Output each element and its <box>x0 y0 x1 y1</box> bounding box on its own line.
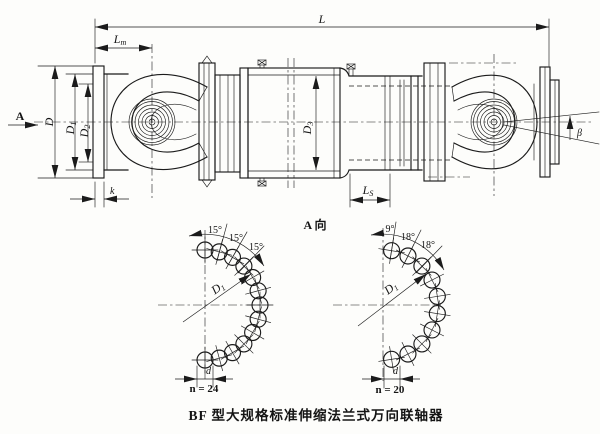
flange-bolt-icon <box>201 55 213 64</box>
spline-collar <box>423 62 446 182</box>
angle-label: 15° <box>249 242 263 253</box>
hole-crosshair <box>254 306 262 333</box>
bolt-hole <box>423 321 441 339</box>
dim-L: L <box>94 12 550 67</box>
dim-label-Ls: LS <box>362 183 374 198</box>
dim-label-k: k <box>110 186 115 197</box>
angle-label: 15° <box>208 225 222 236</box>
dim-label-D2: D2 <box>77 125 92 139</box>
dim-label-D3: D3 <box>300 122 315 136</box>
bolt-hole <box>383 242 401 260</box>
flange-bolt-icon <box>201 179 213 188</box>
stepped-hub <box>214 74 241 173</box>
bolt-hole <box>235 257 253 275</box>
right-flange <box>539 66 560 178</box>
hole-crosshair <box>220 345 245 360</box>
angle-label: 18° <box>401 232 415 243</box>
bolt-holes <box>191 236 274 374</box>
bolt-hole <box>413 335 431 353</box>
dim-beta: β <box>503 111 600 145</box>
hole-crosshair <box>234 256 254 276</box>
telescopic-section <box>339 63 452 179</box>
bolt-hole <box>413 257 431 275</box>
left-bearing-circles <box>128 98 176 146</box>
bolt-hole <box>383 350 401 368</box>
dim-label-beta: β <box>576 128 582 139</box>
hole-crosshair <box>206 354 233 362</box>
hole-crosshair <box>378 356 405 362</box>
view-arrow-label: A <box>16 109 25 123</box>
hole-dia-label: d <box>393 366 399 377</box>
bolt-circle-leader <box>357 273 427 327</box>
bolt-hole <box>210 349 228 367</box>
hole-crosshair <box>245 320 260 345</box>
bolt-hole <box>235 335 253 353</box>
sleeve-body <box>239 59 341 187</box>
hole-crosshair <box>254 277 262 304</box>
hole-crosshair <box>234 334 254 354</box>
dim-label-D: D <box>42 117 56 127</box>
right-bolt-pattern: 9° 18° 18° D1 d n = 20 <box>333 221 451 396</box>
angle-label: 15° <box>229 233 243 244</box>
bolt-hole <box>399 247 417 265</box>
bolt-hole <box>428 305 446 323</box>
right-yoke <box>451 74 538 170</box>
dim-label-Lm: Lm <box>113 32 127 47</box>
dim-D1-main: D1 <box>63 73 94 171</box>
bolt-circle-label: D1 <box>208 278 228 298</box>
dim-D2: D2 <box>77 83 94 163</box>
left-yoke <box>103 73 208 171</box>
dim-d-left: d <box>175 365 233 388</box>
dim-k: k <box>70 181 129 208</box>
grease-fitting-icon <box>346 63 356 77</box>
bolt-hole <box>399 345 417 363</box>
bolt-circle-leader <box>182 273 252 323</box>
angle-label: 18° <box>421 240 435 251</box>
hole-crosshair <box>245 265 260 290</box>
hole-crosshair <box>220 250 245 265</box>
dim-Lm: Lm <box>95 32 152 52</box>
bolt-holes <box>378 237 451 373</box>
dim-D: D <box>37 65 94 179</box>
hole-count-label: n = 24 <box>190 383 219 395</box>
hole-dia-label: d <box>206 366 212 377</box>
grease-fitting-icon <box>257 177 267 187</box>
angle-label: 9° <box>386 224 395 235</box>
caption: BF 型大规格标准伸缩法兰式万向联轴器 <box>188 407 443 423</box>
dim-label-D1: D1 <box>63 122 78 136</box>
bolt-hole <box>244 323 262 342</box>
left-flange-ring <box>198 55 216 188</box>
bolt-hole <box>428 287 446 305</box>
dim-d-right: d <box>362 365 420 389</box>
dim-Ls: LS <box>349 173 391 208</box>
view-direction-arrow: A <box>8 109 38 129</box>
left-flange-plate <box>92 65 105 179</box>
hole-count-label: n = 20 <box>376 384 405 396</box>
angle-arc <box>370 229 445 271</box>
view-label: A 向 <box>303 217 326 232</box>
main-view: L Lm A D D1 D2 <box>8 12 600 208</box>
bolt-hole <box>249 282 267 300</box>
dim-label-L: L <box>318 12 326 26</box>
left-bolt-pattern: 15° 15° 15° D1 d n = 24 <box>158 223 274 395</box>
bolt-hole <box>223 248 242 266</box>
bolt-hole <box>423 271 441 289</box>
angle-arc <box>188 229 265 267</box>
dim-D3: D3 <box>300 76 320 170</box>
hole-crosshair <box>206 248 233 256</box>
right-bearing-circles <box>470 98 518 146</box>
grease-fitting-icon <box>257 59 267 69</box>
